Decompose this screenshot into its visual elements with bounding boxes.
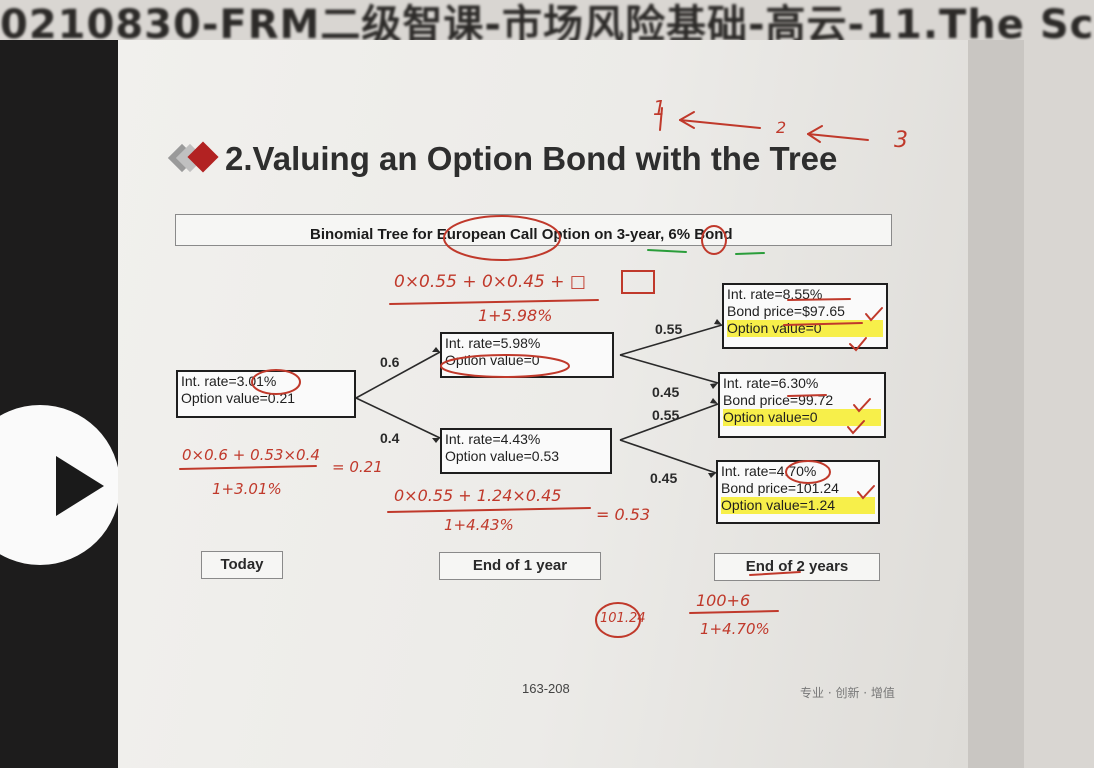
arrowhead — [708, 473, 716, 478]
hw-arrow-label-2: 2 — [776, 118, 787, 137]
tree-title-box — [175, 214, 892, 246]
edge-down-down — [619, 439, 717, 474]
handwritten-ink — [179, 107, 883, 638]
prob-down-down: 0.45 — [650, 470, 678, 486]
arrowhead — [432, 347, 440, 352]
node-rate: Int. rate=8.55% — [727, 286, 823, 302]
prob-today-up: 0.6 — [380, 354, 400, 370]
stage-label-today: Today — [201, 551, 283, 579]
node-rate: Int. rate=5.98% — [445, 335, 541, 351]
hw-today-denominator: 1+3.01% — [212, 480, 282, 498]
video-player-left-panel — [0, 40, 118, 768]
prob-today-down: 0.4 — [380, 430, 400, 446]
node-year1-down: Int. rate=4.43% Option value=0.53 — [440, 428, 612, 474]
arrowhead — [714, 319, 722, 325]
node-option-value: Option value=0.53 — [445, 448, 560, 464]
node-bond-price: Bond price=$97.65 — [727, 303, 845, 319]
hw-down-numerator: 0×0.55 + 1.24×0.45 — [394, 486, 562, 505]
prob-up-down: 0.45 — [652, 384, 680, 400]
hw-bottom-denominator: 1+4.70% — [700, 620, 770, 638]
prob-up-up: 0.55 — [655, 321, 683, 337]
prob-down-up: 0.55 — [652, 407, 680, 423]
node-year2-up-up: Int. rate=8.55% Bond price=$97.65 Option… — [722, 283, 888, 349]
edge-down-up — [619, 403, 719, 441]
hw-arrow-label-3: 3 — [894, 128, 908, 153]
page-number: 163-208 — [522, 681, 570, 696]
hw-bottom-circled: 101.24 — [600, 611, 646, 626]
stage-label-year1: End of 1 year — [439, 552, 601, 580]
play-icon[interactable] — [56, 456, 104, 516]
tree-title: Binomial Tree for European Call Option o… — [310, 226, 733, 243]
footer-logo-text: 专业 · 创新 · 增值 — [800, 686, 895, 700]
node-rate: Int. rate=4.70% — [721, 463, 817, 479]
arrowhead — [710, 398, 718, 404]
node-option-value: Option value=1.24 — [721, 497, 875, 514]
node-year2-down-down: Int. rate=4.70% Bond price=101.24 Option… — [716, 460, 880, 524]
hw-bottom-numerator: 100+6 — [696, 591, 751, 610]
hw-today-numerator: 0×0.6 + 0.53×0.4 — [182, 446, 320, 464]
tree-edges — [355, 319, 723, 478]
edge-today-down — [355, 397, 441, 439]
hw-down-result: = 0.53 — [596, 505, 651, 524]
node-option-value: Option value=0 — [723, 409, 881, 426]
hw-arrow-label-1: 1 — [653, 96, 666, 120]
stage-label-year2: End of 2 years — [714, 553, 880, 581]
edge-today-up — [355, 351, 441, 399]
hw-up-denominator: 1+5.98% — [478, 306, 553, 325]
node-bond-price: Bond price=101.24 — [721, 480, 839, 496]
hw-up-numerator: 0×0.55 + 0×0.45 + □ — [394, 272, 586, 292]
node-rate: Int. rate=4.43% — [445, 431, 541, 447]
slide-heading: 2.Valuing an Option Bond with the Tree — [225, 140, 838, 177]
edge-up-down — [619, 354, 719, 384]
node-year2-up-down: Int. rate=6.30% Bond price=99.72 Option … — [718, 372, 886, 438]
arrowhead — [710, 383, 718, 389]
edge-up-up — [619, 324, 723, 356]
hw-today-result: = 0.21 — [332, 458, 383, 476]
hw-down-denominator: 1+4.43% — [444, 516, 514, 534]
arrowhead — [432, 438, 440, 443]
right-side-panel — [968, 40, 1024, 768]
node-rate: Int. rate=6.30% — [723, 375, 819, 391]
